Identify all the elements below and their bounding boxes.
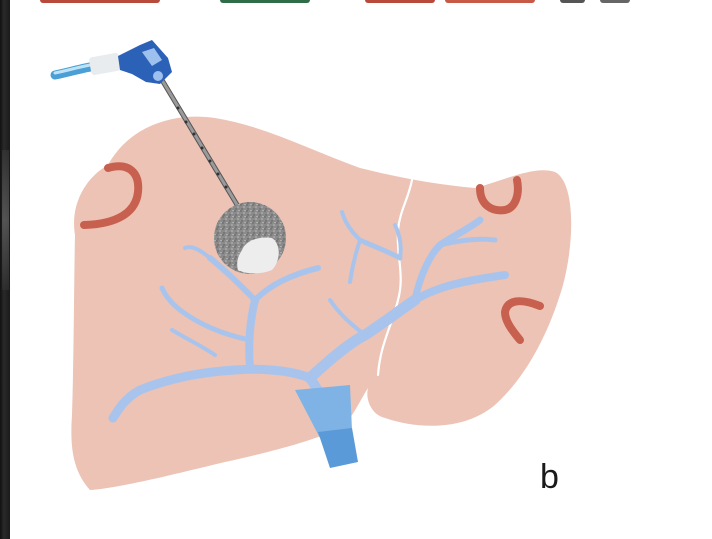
panel-label: b [540,460,559,494]
ablation-zone [214,202,286,274]
ablation-probe-icon [118,40,172,84]
